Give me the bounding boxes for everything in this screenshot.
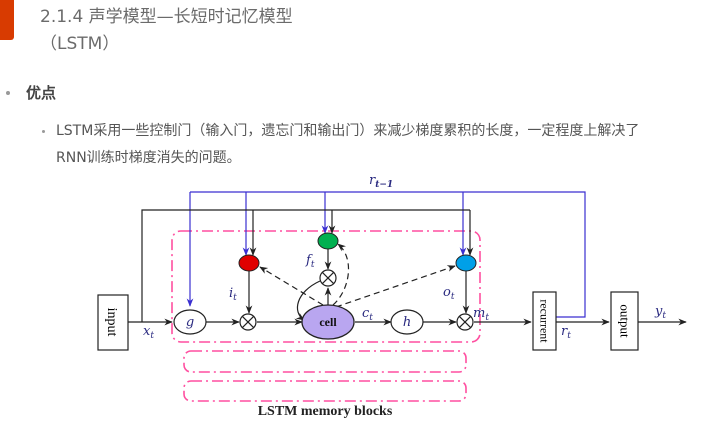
g-node: g xyxy=(173,309,207,335)
label-y-t: yt xyxy=(654,304,666,321)
cell-node: cell xyxy=(301,304,355,340)
h-node: h xyxy=(390,309,424,335)
sub-bullet-line-1: LSTM采用一些控制门（输入门，遗忘门和输出门）来减少梯度累积的长度，一定程度上… xyxy=(56,123,640,139)
main-flow-lines xyxy=(128,249,687,326)
svg-text:cell: cell xyxy=(319,315,337,329)
label-x-t: xt xyxy=(143,324,154,341)
memory-block-1 xyxy=(171,230,481,343)
multiply-icon xyxy=(239,313,257,331)
input-feed-lines xyxy=(141,209,474,322)
svg-text:h: h xyxy=(403,315,411,330)
label-i-t: it xyxy=(229,286,237,303)
bullet-advantages: 优点 xyxy=(6,82,56,103)
memory-block-2 xyxy=(183,350,467,373)
output-label: output xyxy=(618,304,633,338)
memory-block-3 xyxy=(183,380,467,402)
accent-bar xyxy=(0,0,14,40)
input-box: input xyxy=(97,294,129,351)
recurrent-box: recurrent xyxy=(532,291,557,351)
label-o-t: ot xyxy=(443,285,455,302)
recurrent-label: recurrent xyxy=(538,299,552,343)
bullet-dot xyxy=(6,90,10,95)
input-label: input xyxy=(104,308,119,337)
label-r-t: rt xyxy=(561,324,571,341)
output-box: output xyxy=(610,291,639,351)
bullet-heading: 优点 xyxy=(26,84,57,102)
forget-gate xyxy=(317,232,339,250)
title-line-1: 2.1.4 声学模型—长短时记忆模型 xyxy=(40,7,293,27)
label-c-t: ct xyxy=(362,306,373,323)
title-line-2: （LSTM） xyxy=(40,34,120,54)
multiply-icon xyxy=(319,269,337,287)
multiply-icon xyxy=(456,313,474,331)
svg-text:g: g xyxy=(186,315,194,330)
sub-bullet: LSTM采用一些控制门（输入门，遗忘门和输出门）来减少梯度累积的长度，一定程度上… xyxy=(42,118,702,172)
output-gate xyxy=(455,254,477,272)
sub-bullet-line-2: RNN训练时梯度消失的问题。 xyxy=(56,150,241,166)
label-f-t: ft xyxy=(305,253,315,270)
diagram-caption: LSTM memory blocks xyxy=(258,404,393,419)
slide-title: 2.1.4 声学模型—长短时记忆模型 （LSTM） xyxy=(40,4,293,58)
label-m-t: mt xyxy=(473,306,489,323)
input-gate xyxy=(238,254,260,272)
bullet-dot xyxy=(42,130,45,133)
recurrent-feedback-lines xyxy=(186,191,586,318)
peephole-connections xyxy=(259,243,456,308)
label-r-t-minus-1: rt−1 xyxy=(369,173,393,190)
